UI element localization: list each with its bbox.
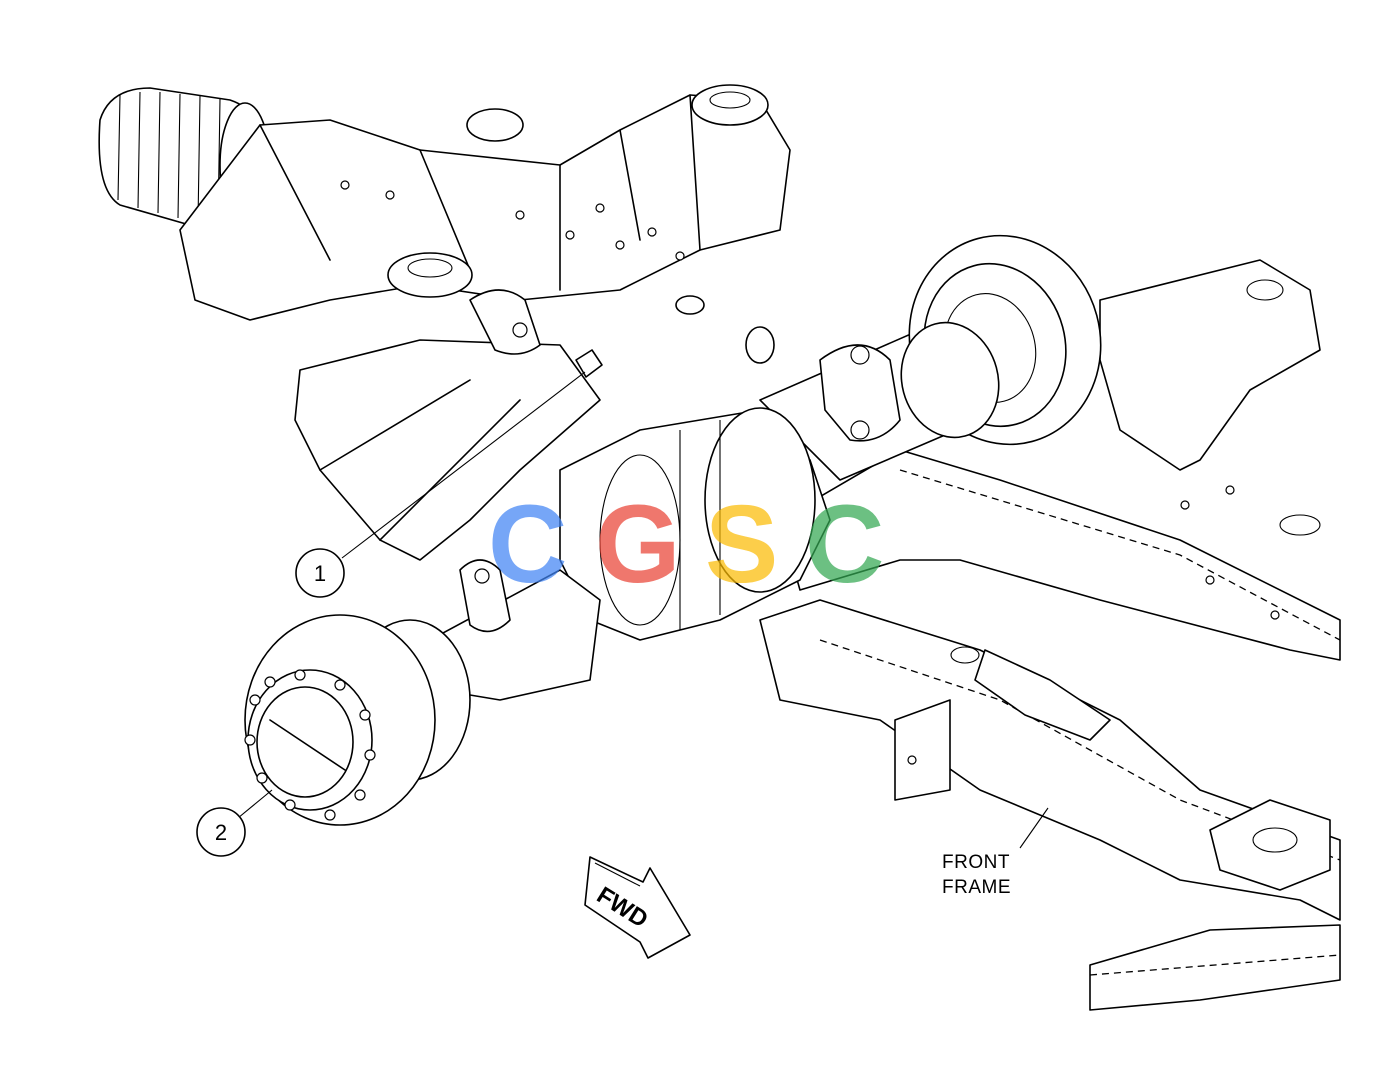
callout-2: 2: [196, 789, 273, 857]
callout-1: 1: [295, 371, 586, 598]
front-frame: [759, 259, 1341, 1011]
callout-2-number: 2: [215, 820, 227, 845]
watermark-letter-c1: C: [488, 483, 567, 606]
watermark: C G S C: [488, 483, 884, 606]
watermark-letter-g: G: [595, 483, 681, 606]
fwd-direction-arrow: FWD: [584, 856, 691, 959]
watermark-letter-c2: C: [805, 483, 884, 606]
front-frame-label: FRONT FRAME: [942, 807, 1049, 898]
callout-1-number: 1: [314, 561, 326, 586]
callout-2-circle: [196, 807, 246, 857]
front-frame-label-line2: FRAME: [942, 877, 1011, 898]
rear-frame: [98, 84, 791, 561]
callout-1-circle: [295, 548, 345, 598]
watermark-letter-s: S: [705, 483, 778, 606]
hub-bolt-ring: [244, 669, 376, 821]
front-frame-label-line1: FRONT: [942, 852, 1010, 873]
axle-assembly: [244, 234, 1102, 826]
